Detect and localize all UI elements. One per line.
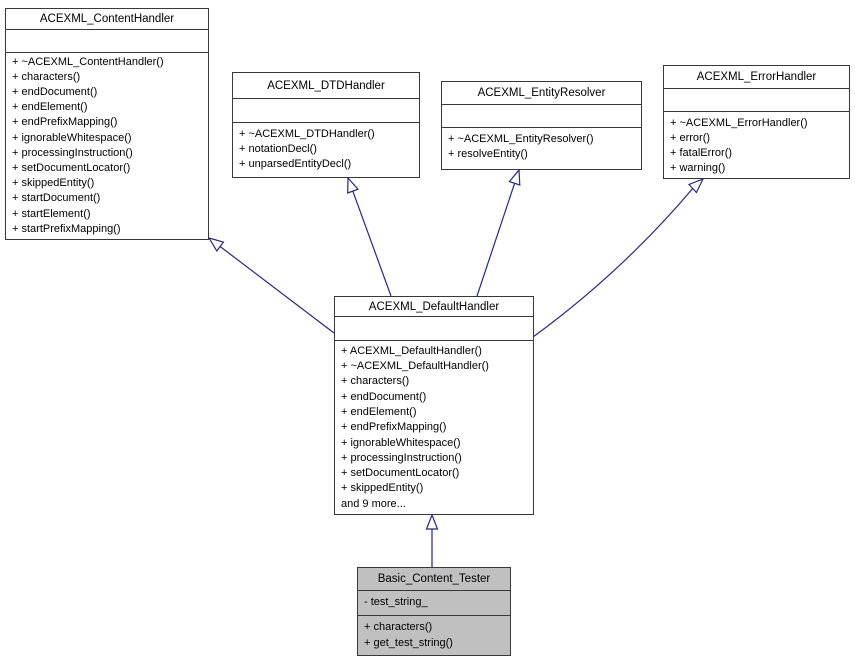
- method-label: + resolveEntity(): [448, 148, 528, 160]
- method-label: + startDocument(): [12, 192, 101, 205]
- method-label: + ~ACEXML_EntityResolver(): [448, 133, 594, 145]
- class-methods: + characters() + get_test_string(): [358, 616, 510, 655]
- class-title: ACEXML_EntityResolver: [442, 82, 641, 105]
- class-node-acexml-errorhandler[interactable]: ACEXML_ErrorHandler + ~ACEXML_ErrorHandl…: [663, 65, 850, 179]
- inheritance-arrow-tester-to-defaulthandler: [425, 513, 439, 567]
- method-label: + ignorableWhitespace(): [12, 131, 132, 144]
- class-title: ACEXML_ErrorHandler: [664, 66, 849, 90]
- method-label: + setDocumentLocator(): [12, 161, 131, 174]
- method-label: + error(): [670, 132, 711, 144]
- class-node-acexml-dtdhandler[interactable]: ACEXML_DTDHandler + ~ACEXML_DTDHandler()…: [232, 72, 420, 178]
- class-title: Basic_Content_Tester: [358, 568, 510, 591]
- more-members-label: and 9 more...: [341, 497, 406, 510]
- method-label: + ignorableWhitespace(): [341, 436, 461, 449]
- inheritance-arrow-defaulthandler-to-dtdhandler: [347, 176, 392, 297]
- method-label: + skippedEntity(): [341, 482, 424, 495]
- class-methods: + ~ACEXML_DTDHandler() + notationDecl() …: [233, 123, 419, 177]
- method-label: + endPrefixMapping(): [341, 421, 447, 434]
- method-label: + setDocumentLocator(): [341, 467, 460, 480]
- method-label: + startElement(): [12, 207, 91, 220]
- method-label: + unparsedEntityDecl(): [239, 158, 352, 170]
- class-methods: + ~ACEXML_ContentHandler() + characters(…: [6, 53, 208, 239]
- method-label: + characters(): [12, 70, 81, 83]
- method-label: + endDocument(): [12, 85, 98, 98]
- method-label: + ~ACEXML_ContentHandler(): [12, 55, 164, 68]
- method-label: + notationDecl(): [239, 143, 317, 155]
- method-label: + get_test_string(): [364, 636, 453, 649]
- class-node-acexml-entityresolver[interactable]: ACEXML_EntityResolver + ~ACEXML_EntityRe…: [441, 81, 642, 170]
- method-label: + processingInstruction(): [12, 146, 133, 159]
- method-label: + ~ACEXML_DefaultHandler(): [341, 360, 489, 373]
- inheritance-arrow-defaulthandler-to-errorhandler: [532, 177, 705, 338]
- method-label: + endElement(): [341, 405, 417, 418]
- method-label: + endDocument(): [341, 390, 427, 403]
- method-label: + startPrefixMapping(): [12, 222, 121, 235]
- class-attributes-empty: [6, 30, 208, 53]
- method-label: + endElement(): [12, 101, 88, 114]
- class-attributes-empty: [442, 105, 641, 128]
- method-label: + fatalError(): [670, 147, 733, 159]
- class-attributes-empty: [335, 317, 533, 341]
- class-node-basic-content-tester: Basic_Content_Tester - test_string_ + ch…: [357, 567, 511, 656]
- attribute-label: - test_string_: [364, 596, 428, 608]
- class-title: ACEXML_DTDHandler: [233, 73, 419, 99]
- class-title: ACEXML_ContentHandler: [6, 9, 208, 31]
- method-label: + skippedEntity(): [12, 177, 95, 190]
- class-methods: + ACEXML_DefaultHandler() + ~ACEXML_Defa…: [335, 341, 533, 514]
- class-methods: + ~ACEXML_ErrorHandler() + error() + fat…: [664, 112, 849, 178]
- class-node-acexml-defaulthandler[interactable]: ACEXML_DefaultHandler + ACEXML_DefaultHa…: [334, 296, 534, 515]
- method-label: + endPrefixMapping(): [12, 116, 118, 129]
- class-title: ACEXML_DefaultHandler: [335, 297, 533, 318]
- method-label: + characters(): [341, 375, 410, 388]
- method-label: + ACEXML_DefaultHandler(): [341, 344, 482, 357]
- method-label: + ~ACEXML_DTDHandler(): [239, 128, 375, 140]
- inheritance-arrow-defaulthandler-to-contenthandler: [207, 237, 335, 334]
- class-attributes-empty: [664, 89, 849, 112]
- class-attributes-empty: [233, 99, 419, 123]
- method-label: + warning(): [670, 162, 726, 174]
- class-attributes: - test_string_: [358, 591, 510, 616]
- method-label: + processingInstruction(): [341, 451, 462, 464]
- method-label: + ~ACEXML_ErrorHandler(): [670, 117, 808, 129]
- inheritance-arrow-defaulthandler-to-entityresolver: [476, 168, 521, 297]
- class-node-acexml-contenthandler[interactable]: ACEXML_ContentHandler + ~ACEXML_ContentH…: [5, 8, 209, 240]
- method-label: + characters(): [364, 621, 433, 633]
- class-methods: + ~ACEXML_EntityResolver() + resolveEnti…: [442, 128, 641, 169]
